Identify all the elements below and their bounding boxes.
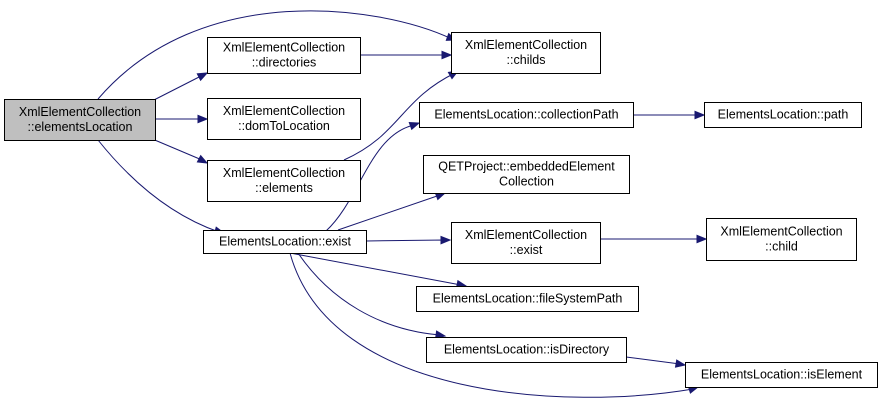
node-path[interactable]: ElementsLocation::path <box>704 102 862 128</box>
edge-exist-to-colPath <box>325 121 421 232</box>
node-fsPath[interactable]: ElementsLocation::fileSystemPath <box>416 286 639 312</box>
edge-line <box>289 252 694 398</box>
edge-line <box>149 137 203 161</box>
node-box <box>685 362 878 388</box>
node-box <box>416 286 639 312</box>
arrowhead-icon <box>694 110 706 120</box>
node-label-line: ::child <box>765 239 798 253</box>
arrowhead-icon <box>696 234 708 244</box>
edge-xexist-to-child <box>600 234 708 244</box>
node-label-line: ElementsLocation::isDirectory <box>444 342 610 356</box>
node-label-line: ElementsLocation::path <box>718 107 849 121</box>
edge-line <box>289 252 462 286</box>
edge-line <box>97 10 453 100</box>
node-elems[interactable]: XmlElementCollection::elements <box>207 160 361 202</box>
arrowhead-icon <box>440 235 452 245</box>
node-dirs[interactable]: XmlElementCollection::directories <box>207 37 361 74</box>
node-child[interactable]: XmlElementCollection::child <box>706 218 857 261</box>
node-box <box>451 32 601 74</box>
node-xexist[interactable]: XmlElementCollection::exist <box>451 222 601 264</box>
edge-colPath-to-path <box>633 110 706 120</box>
edge-line <box>365 239 446 242</box>
edge-line <box>625 356 681 365</box>
nodes-layer: XmlElementCollection::elementsLocationXm… <box>4 32 878 388</box>
edge-root-to-elems <box>149 137 209 164</box>
node-label-line: ::elements <box>255 181 313 195</box>
node-label-line: XmlElementCollection <box>19 105 141 119</box>
node-box <box>4 99 156 141</box>
node-label-line: XmlElementCollection <box>720 224 842 238</box>
node-domTo[interactable]: XmlElementCollection::domToLocation <box>207 98 361 140</box>
node-label-line: XmlElementCollection <box>465 228 587 242</box>
edge-line <box>343 72 456 161</box>
arrowhead-icon <box>441 50 453 60</box>
edges-layer <box>97 10 708 398</box>
edge-exist-to-fsPath <box>289 252 468 289</box>
edge-root-to-dirs <box>149 72 209 103</box>
edge-dirs-to-childs <box>360 50 453 60</box>
node-box <box>451 222 601 264</box>
node-label-line: ::exist <box>510 243 543 257</box>
edge-line <box>297 252 441 336</box>
arrowhead-icon <box>408 121 421 131</box>
node-label-line: ElementsLocation::fileSystemPath <box>433 291 623 305</box>
node-isDir[interactable]: ElementsLocation::isDirectory <box>426 337 627 363</box>
node-label-line: ElementsLocation::exist <box>219 234 352 248</box>
edge-line <box>149 74 204 103</box>
node-box <box>419 102 634 128</box>
node-label-line: XmlElementCollection <box>223 40 345 54</box>
node-label-line: ::elementsLocation <box>28 120 133 134</box>
node-box <box>207 37 361 74</box>
node-label-line: XmlElementCollection <box>465 38 587 52</box>
node-box <box>426 337 627 363</box>
arrowhead-icon <box>196 154 209 164</box>
node-box <box>423 155 630 194</box>
arrowhead-icon <box>197 114 209 124</box>
edge-root-to-domTo <box>155 114 209 124</box>
node-label-line: ::childs <box>507 53 546 67</box>
arrowhead-icon <box>674 359 687 368</box>
edge-exist-to-xexist <box>365 235 452 245</box>
edge-root-to-exist <box>97 139 226 235</box>
node-label-line: XmlElementCollection <box>223 104 345 118</box>
node-label-line: QETProject::embeddedElement <box>438 159 615 173</box>
node-label-line: ElementsLocation::collectionPath <box>434 107 618 121</box>
node-box <box>207 160 361 202</box>
node-root[interactable]: XmlElementCollection::elementsLocation <box>4 99 156 141</box>
edge-isDir-to-isElem <box>625 356 687 368</box>
node-box <box>207 98 361 140</box>
node-label-line: XmlElementCollection <box>223 166 345 180</box>
node-box <box>203 230 367 254</box>
node-box <box>704 102 862 128</box>
edge-line <box>325 124 415 232</box>
node-box <box>706 218 857 261</box>
edge-line <box>97 139 220 233</box>
node-isElem[interactable]: ElementsLocation::isElement <box>685 362 878 388</box>
edge-exist-to-isElem <box>289 252 700 398</box>
node-label-line: Collection <box>499 174 554 188</box>
node-exist[interactable]: ElementsLocation::exist <box>203 230 367 254</box>
node-label-line: ElementsLocation::isElement <box>701 367 863 381</box>
node-childs[interactable]: XmlElementCollection::childs <box>451 32 601 74</box>
arrowhead-icon <box>196 72 209 82</box>
node-label-line: ::directories <box>252 55 317 69</box>
node-label-line: ::domToLocation <box>238 119 330 133</box>
node-colPath[interactable]: ElementsLocation::collectionPath <box>419 102 634 128</box>
